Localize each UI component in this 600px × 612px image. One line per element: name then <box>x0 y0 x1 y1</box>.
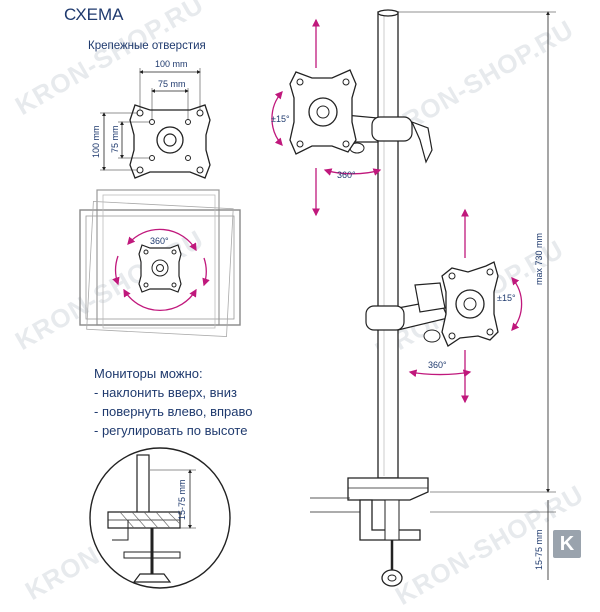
feature-item: - регулировать по высоте <box>94 423 248 438</box>
feature-item: - наклонить вверх, вниз <box>94 385 237 400</box>
upper-plate <box>289 69 357 155</box>
dim-pole-height: max 730 mm <box>534 233 544 285</box>
dim-width-inner: 75 mm <box>158 79 186 89</box>
upper-arm <box>344 114 433 164</box>
dim-width-outer: 100 mm <box>155 59 188 69</box>
pole <box>377 9 399 479</box>
vesa-plate <box>129 104 211 179</box>
features-list: Мониторы можно: - наклонить вверх, вниз … <box>94 364 252 440</box>
rotate-label-lower: 360° <box>428 360 447 370</box>
dim-height-inner: 75 mm <box>110 125 120 153</box>
rotate-label-frame: 360° <box>150 236 169 246</box>
lower-plate <box>441 261 499 347</box>
dim-desk-thickness: 15-75 mm <box>534 529 544 570</box>
monitor-frames <box>79 189 241 337</box>
brand-logo: K <box>553 530 581 558</box>
monitor-plate <box>138 244 182 293</box>
diagram-title: СХЕМА <box>64 5 124 24</box>
feature-item: - повернуть влево, вправо <box>94 404 253 419</box>
features-heading: Мониторы можно: <box>94 366 203 381</box>
tilt-label-upper: ±15° <box>271 114 290 124</box>
clamp-detail: 15-75 mm <box>89 447 231 589</box>
dim-clamp-thickness: 15-75 mm <box>177 479 187 520</box>
mount-holes-label: Крепежные отверстия <box>88 40 206 52</box>
rotate-label-upper: 360° <box>337 170 356 180</box>
tilt-label-lower: ±15° <box>497 293 516 303</box>
desk-clamp <box>310 477 429 587</box>
dim-height-outer: 100 mm <box>91 125 101 158</box>
